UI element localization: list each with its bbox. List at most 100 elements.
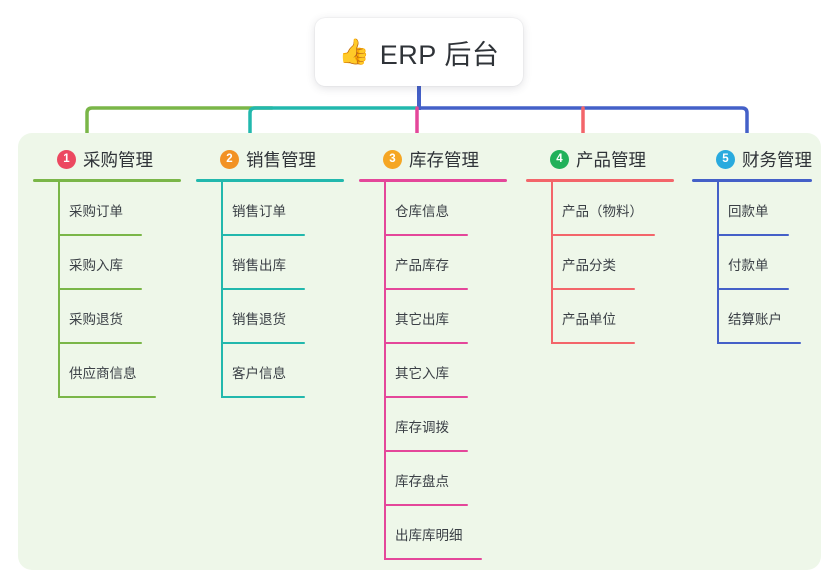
menu-item-label: 出库库明细 (395, 528, 463, 543)
menu-item[interactable]: 其它入库 (359, 344, 507, 398)
menu-item[interactable]: 产品（物料） (526, 182, 674, 236)
menu-item-underline (221, 396, 305, 398)
category-column-4: 4 产品管理产品（物料） 产品分类产品单位 (526, 140, 674, 344)
category-header-1[interactable]: 1 采购管理 (33, 140, 181, 178)
category-header-2[interactable]: 2 销售管理 (196, 140, 344, 178)
menu-item[interactable]: 回款单 (692, 182, 812, 236)
category-header-5[interactable]: 5 财务管理 (692, 140, 812, 178)
menu-item-underline (384, 558, 482, 560)
category-number-badge: 3 (383, 149, 402, 169)
menu-item-label: 库存调拨 (395, 420, 449, 435)
category-underline (196, 179, 344, 182)
category-header-3[interactable]: 3 库存管理 (359, 140, 507, 178)
menu-item-label: 客户信息 (232, 366, 286, 381)
category-number-badge: 5 (716, 149, 735, 169)
menu-item-underline (221, 234, 305, 236)
menu-item[interactable]: 付款单 (692, 236, 812, 290)
diagram-panel (18, 133, 821, 570)
menu-item[interactable]: 产品库存 (359, 236, 507, 290)
menu-item-label: 其它出库 (395, 312, 449, 327)
category-column-3: 3 库存管理仓库信息产品库存其它出库其它入库库存调拨库存盘点出库库明细 (359, 140, 507, 560)
category-column-1: 1 采购管理采购订单采购入库采购退货供应商信息 (33, 140, 181, 398)
menu-item-underline (384, 504, 468, 506)
menu-item[interactable]: 库存调拨 (359, 398, 507, 452)
category-spine (221, 182, 223, 398)
category-item-list: 仓库信息产品库存其它出库其它入库库存调拨库存盘点出库库明细 (359, 182, 507, 560)
menu-item-underline (384, 450, 468, 452)
menu-item-label: 采购订单 (69, 204, 123, 219)
menu-item[interactable]: 产品分类 (526, 236, 674, 290)
menu-item[interactable]: 供应商信息 (33, 344, 181, 398)
menu-item-label: 仓库信息 (395, 204, 449, 219)
category-item-list: 销售订单销售出库销售退货客户信息 (196, 182, 344, 398)
category-number-badge: 1 (57, 149, 76, 169)
category-number-badge: 2 (220, 149, 239, 169)
menu-item-underline (58, 234, 142, 236)
menu-item-label: 销售订单 (232, 204, 286, 219)
menu-item-underline (58, 342, 142, 344)
category-item-list: 回款单付款单结算账户 (692, 182, 812, 344)
menu-item[interactable]: 出库库明细 (359, 506, 507, 560)
menu-item-label: 采购退货 (69, 312, 123, 327)
category-title: 采购管理 (83, 149, 153, 170)
category-title: 财务管理 (742, 149, 812, 170)
category-title: 库存管理 (409, 149, 479, 170)
category-underline (359, 179, 507, 182)
menu-item-label: 供应商信息 (69, 366, 137, 381)
menu-item-underline (384, 396, 468, 398)
menu-item[interactable]: 仓库信息 (359, 182, 507, 236)
menu-item-underline (717, 288, 789, 290)
category-spine (58, 182, 60, 398)
menu-item[interactable]: 采购退货 (33, 290, 181, 344)
menu-item-label: 付款单 (728, 258, 769, 273)
menu-item-label: 产品分类 (562, 258, 616, 273)
menu-item[interactable]: 其它出库 (359, 290, 507, 344)
menu-item-underline (384, 288, 468, 290)
category-header-4[interactable]: 4 产品管理 (526, 140, 674, 178)
menu-item-underline (384, 342, 468, 344)
category-item-list: 产品（物料） 产品分类产品单位 (526, 182, 674, 344)
menu-item[interactable]: 销售订单 (196, 182, 344, 236)
menu-item[interactable]: 采购入库 (33, 236, 181, 290)
menu-item-underline (551, 342, 635, 344)
menu-item-underline (551, 234, 655, 236)
menu-item-underline (717, 234, 789, 236)
category-underline (33, 179, 181, 182)
category-number-badge: 4 (550, 149, 569, 169)
menu-item-label: 产品库存 (395, 258, 449, 273)
menu-item-underline (551, 288, 635, 290)
page-title: ERP 后台 (379, 39, 500, 70)
menu-item-label: 采购入库 (69, 258, 123, 273)
menu-item[interactable]: 库存盘点 (359, 452, 507, 506)
category-column-5: 5 财务管理回款单付款单结算账户 (692, 140, 812, 344)
category-column-2: 2 销售管理销售订单销售出库销售退货客户信息 (196, 140, 344, 398)
category-spine (384, 182, 386, 560)
menu-item-underline (221, 342, 305, 344)
menu-item[interactable]: 结算账户 (692, 290, 812, 344)
category-underline (692, 179, 812, 182)
category-title: 产品管理 (576, 149, 646, 170)
menu-item-underline (384, 234, 468, 236)
category-spine (717, 182, 719, 344)
menu-item-label: 销售出库 (232, 258, 286, 273)
menu-item[interactable]: 产品单位 (526, 290, 674, 344)
root-node-erp-backend[interactable]: 👍 ERP 后台 (315, 18, 523, 86)
menu-item[interactable]: 销售出库 (196, 236, 344, 290)
menu-item-underline (717, 342, 801, 344)
menu-item-label: 结算账户 (728, 312, 782, 327)
menu-item-label: 销售退货 (232, 312, 286, 327)
menu-item-label: 回款单 (728, 204, 769, 219)
menu-item[interactable]: 采购订单 (33, 182, 181, 236)
category-title: 销售管理 (246, 149, 316, 170)
menu-item-underline (221, 288, 305, 290)
menu-item-label: 库存盘点 (395, 474, 449, 489)
menu-item-label: 其它入库 (395, 366, 449, 381)
menu-item-label: 产品（物料） (562, 204, 643, 219)
menu-item-label: 产品单位 (562, 312, 616, 327)
thumbs-up-icon: 👍 (338, 37, 370, 66)
menu-item[interactable]: 销售退货 (196, 290, 344, 344)
menu-item[interactable]: 客户信息 (196, 344, 344, 398)
menu-item-underline (58, 288, 142, 290)
category-spine (551, 182, 553, 344)
category-underline (526, 179, 674, 182)
